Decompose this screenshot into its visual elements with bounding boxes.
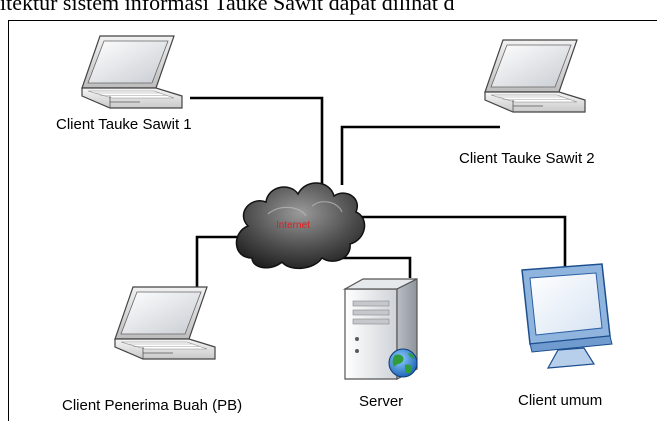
globe-icon <box>388 348 418 378</box>
link-client-tauke-sawit-1 <box>190 96 324 185</box>
internet-cloud-icon <box>235 182 366 270</box>
laptop-icon <box>114 286 216 360</box>
monitor-icon <box>521 263 613 369</box>
label-client-tauke-sawit-2: Client Tauke Sawit 2 <box>459 150 595 167</box>
label-server: Server <box>359 393 404 410</box>
link-client-penerima-buah <box>195 235 248 300</box>
diagram-frame <box>8 20 657 421</box>
internet-label: Internet <box>276 220 310 231</box>
cropped-header-text: itektur sistem informasi Tauke Sawit dap… <box>0 0 455 15</box>
laptop-icon <box>484 39 586 113</box>
label-client-tauke-sawit-1: Client Tauke Sawit 1 <box>56 116 192 133</box>
server-icon <box>342 278 418 380</box>
link-client-umum <box>350 215 567 277</box>
connection-lines <box>190 96 567 300</box>
laptop-icon <box>81 35 183 109</box>
label-client-penerima-buah: Client Penerima Buah (PB) <box>62 397 243 414</box>
link-server <box>325 256 412 278</box>
label-client-umum: Client umum <box>518 392 603 409</box>
link-client-tauke-sawit-2 <box>340 125 500 185</box>
